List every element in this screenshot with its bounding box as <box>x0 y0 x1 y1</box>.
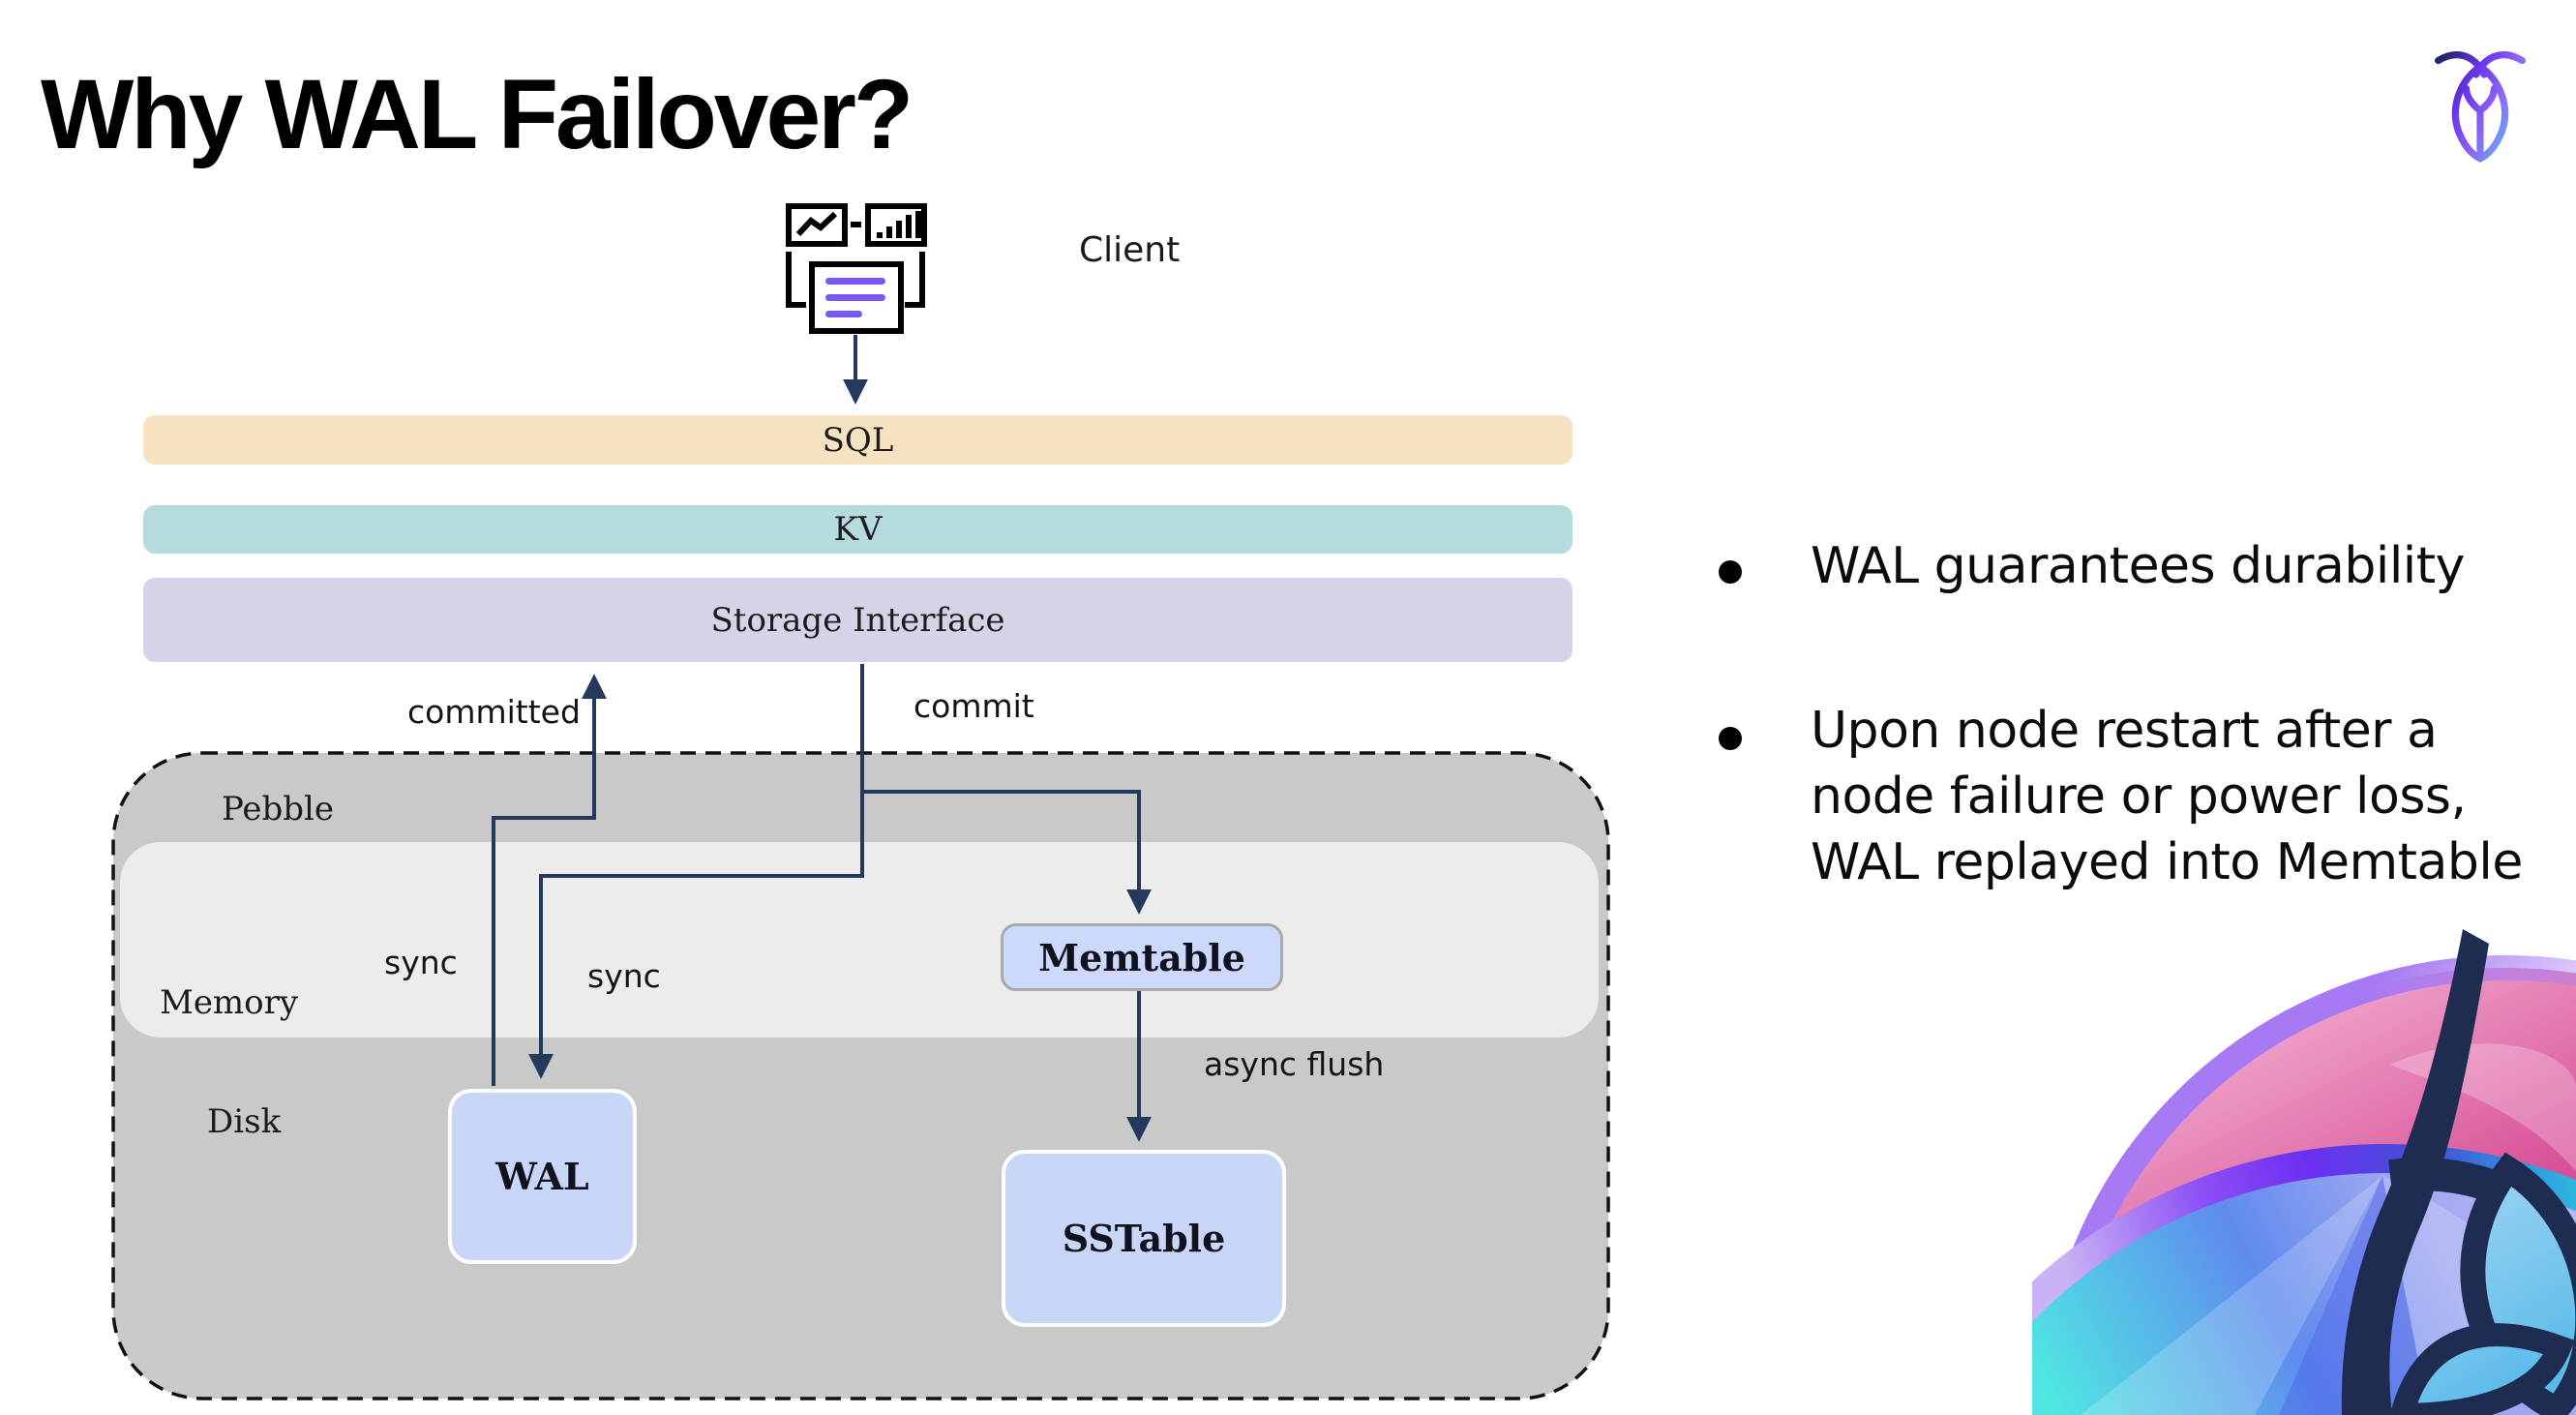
commit-arrow <box>860 664 1152 915</box>
memory-band <box>120 842 1599 1038</box>
bullet-item: Upon node restart after a node failure o… <box>1705 698 2576 895</box>
sync-arrow <box>528 792 864 1079</box>
sql-layer-label: SQL <box>822 420 894 460</box>
pebble-label: Pebble <box>222 790 334 828</box>
page-title: Why WAL Failover? <box>41 59 914 169</box>
wal-box: WAL <box>448 1089 637 1264</box>
client-label: Client <box>1079 230 1181 270</box>
async-flush-label: async flush <box>1204 1045 1385 1083</box>
bullet-line: WAL guarantees durability <box>1811 537 2465 595</box>
sql-layer-bar: SQL <box>143 415 1573 465</box>
memory-label: Memory <box>160 983 299 1022</box>
disk-label: Disk <box>207 1102 282 1141</box>
sstable-box-label: SSTable <box>1062 1217 1226 1260</box>
sync-left-label: sync <box>384 944 458 981</box>
wal-box-label: WAL <box>495 1155 589 1198</box>
bullet-item: WAL guarantees durability <box>1705 533 2576 599</box>
bullet-line: Upon node restart after a <box>1811 702 2438 760</box>
cockroach-brand-art <box>2032 929 2576 1415</box>
committed-label: committed <box>407 693 581 731</box>
storage-interface-label: Storage Interface <box>710 600 1005 640</box>
storage-interface-bar: Storage Interface <box>143 578 1573 662</box>
bullet-line: WAL replayed into Memtable <box>1811 833 2523 891</box>
sstable-box: SSTable <box>1002 1150 1286 1327</box>
client-icon <box>786 203 927 334</box>
bullet-line: node failure or power loss, <box>1811 768 2467 826</box>
memtable-box: Memtable <box>1001 923 1283 991</box>
cockroachdb-logo-icon <box>2434 51 2527 163</box>
committed-arrow <box>492 674 607 1086</box>
line-chart-icon <box>786 203 848 247</box>
bracket-icons <box>786 252 925 308</box>
kv-layer-bar: KV <box>143 505 1573 554</box>
kv-layer-label: KV <box>833 510 883 549</box>
bullet-dot <box>1719 560 1742 584</box>
memtable-box-label: Memtable <box>1038 935 1245 979</box>
bullet-dot <box>1719 727 1742 750</box>
sync-right-label: sync <box>587 957 661 995</box>
commit-label: commit <box>914 687 1034 725</box>
